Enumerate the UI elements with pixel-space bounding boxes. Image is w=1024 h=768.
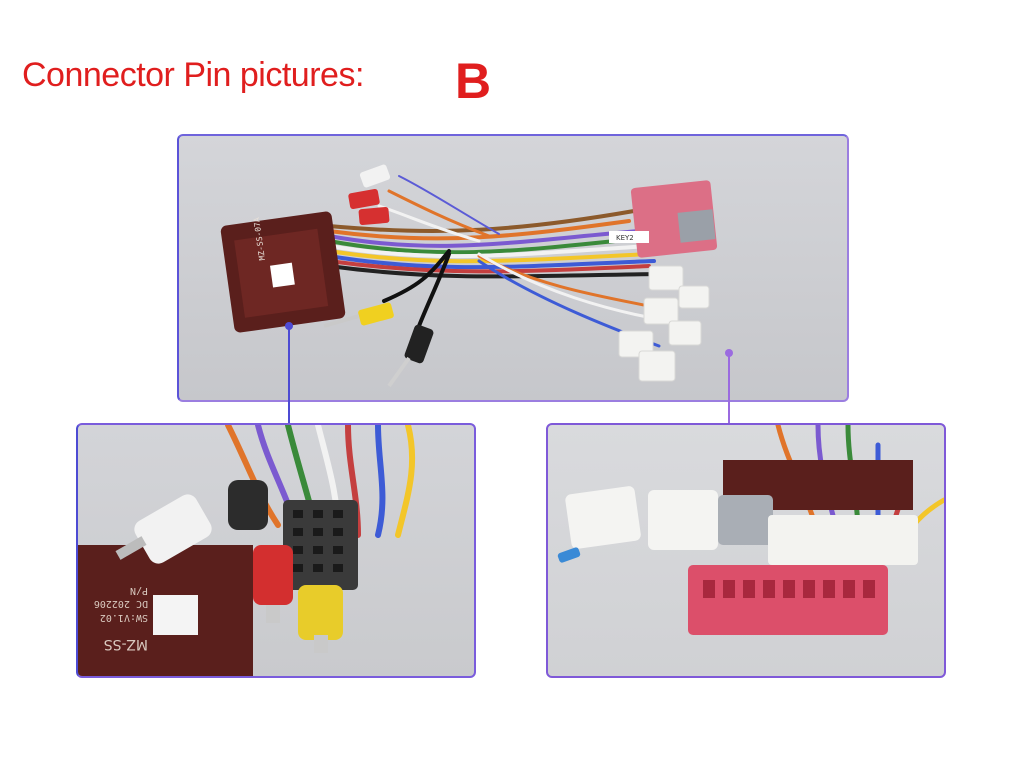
rca-closeup-photo: MZ-SS SW:V1.02 DC 202206 P/N <box>76 423 476 678</box>
pink-connector-closeup-photo <box>546 423 946 678</box>
white-connectors <box>618 265 710 382</box>
variant-letter: B <box>455 53 492 109</box>
can-decoder-module: MZ-SS-07A <box>220 211 346 333</box>
rca-plugs <box>323 164 434 388</box>
key-tag-label: KEY2 <box>616 234 634 242</box>
page-title: Connector Pin pictures: <box>22 56 364 94</box>
closeup-version-label: SW:V1.02 <box>100 612 148 623</box>
harness-overview-photo: MZ-SS-07A KEY2 <box>177 134 849 402</box>
closeup-dc-label: DC 202206 <box>94 598 148 609</box>
pink-connector-closeup-illustration <box>557 425 944 635</box>
main-pink-connector: KEY2 <box>609 180 718 258</box>
rca-closeup-illustration: MZ-SS SW:V1.02 DC 202206 P/N <box>78 425 416 676</box>
closeup-pn-label: P/N <box>130 585 148 596</box>
closeup-model-label: MZ-SS <box>104 636 148 652</box>
harness-overview-illustration: MZ-SS-07A KEY2 <box>220 164 718 388</box>
